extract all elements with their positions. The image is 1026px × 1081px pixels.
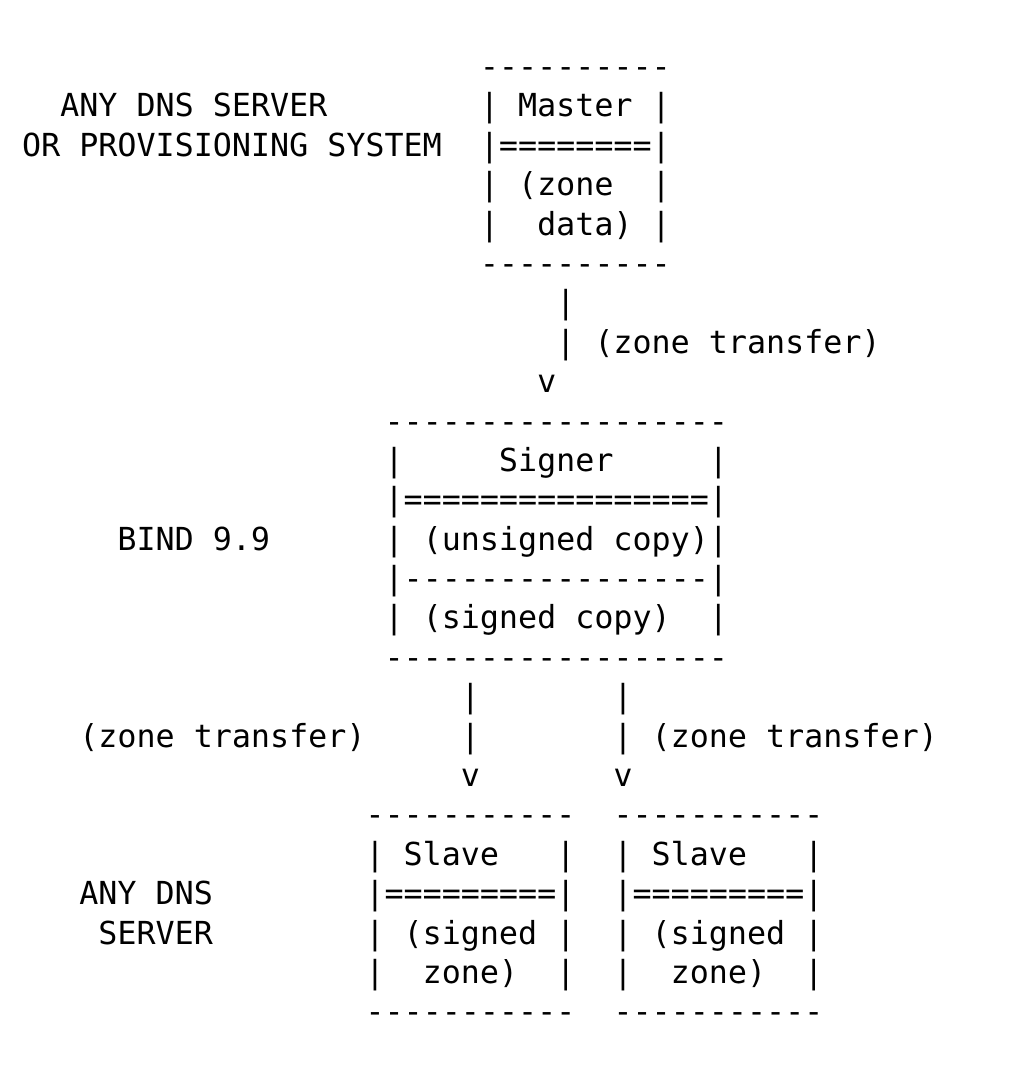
art-row-16: ------------------ (22, 639, 728, 676)
ascii-art-block: ---------- ANY DNS SERVER | Master |OR P… (22, 48, 938, 1033)
art-row-11: | Signer | (22, 442, 728, 479)
art-row-7: | (22, 285, 576, 322)
art-row-1: ---------- (22, 49, 671, 85)
art-row-22: ANY DNS |=========| |=========| (22, 876, 824, 913)
art-row-10: ------------------ (22, 403, 728, 440)
art-row-5: | data) | (22, 206, 671, 243)
art-row-18: (zone transfer) | | (zone transfer) (22, 718, 938, 755)
art-row-17: | | (22, 679, 633, 716)
art-row-14: |----------------| (22, 561, 728, 598)
art-row-4: | (zone | (22, 167, 671, 204)
art-row-3: OR PROVISIONING SYSTEM |========| (22, 127, 671, 164)
art-row-13: BIND 9.9 | (unsigned copy)| (22, 521, 728, 558)
art-row-9: v (22, 364, 557, 401)
art-row-21: | Slave | | Slave | (22, 836, 824, 873)
art-row-12: |================| (22, 482, 728, 519)
art-row-23: SERVER | (signed | | (signed | (22, 915, 824, 952)
art-row-6: ---------- (22, 245, 671, 282)
art-row-24: | zone) | | zone) | (22, 954, 824, 991)
art-row-8: | (zone transfer) (22, 324, 881, 361)
art-row-25: ----------- ----------- (22, 994, 824, 1031)
art-row-2: ANY DNS SERVER | Master | (22, 88, 671, 125)
art-row-15: | (signed copy) | (22, 600, 728, 637)
art-row-19: v v (22, 758, 633, 795)
art-row-20: ----------- ----------- (22, 797, 824, 834)
